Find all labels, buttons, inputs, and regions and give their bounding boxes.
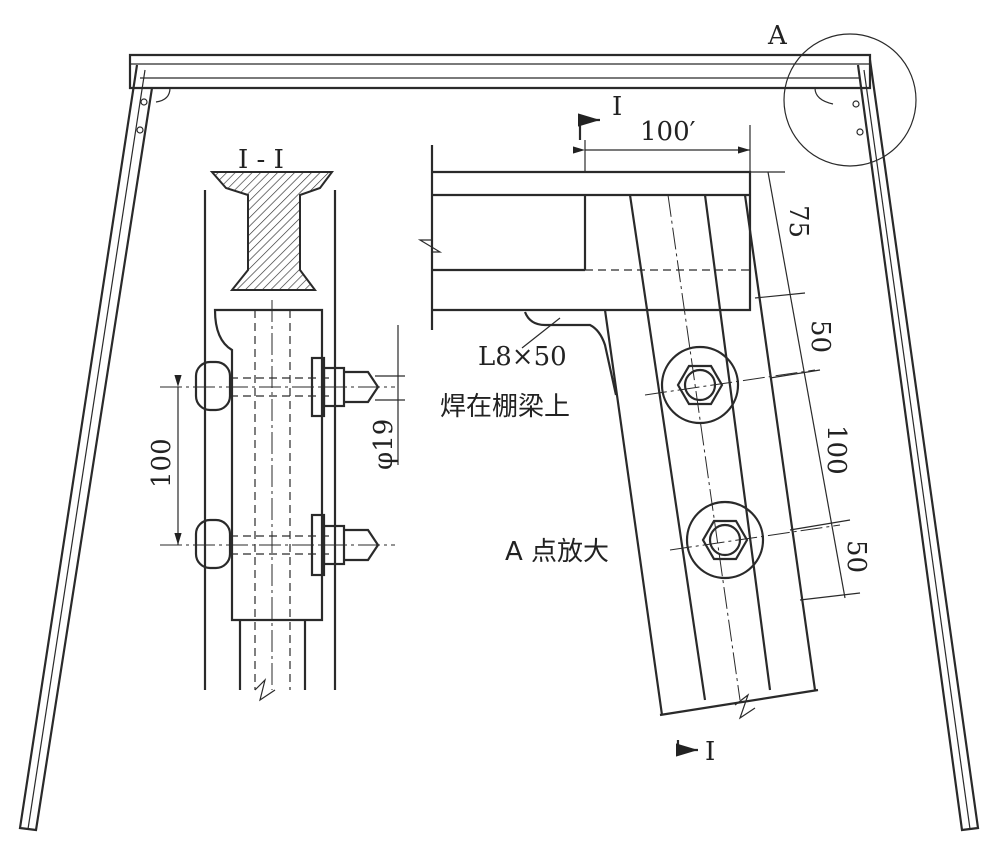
dim-50-a: 50 <box>805 320 835 353</box>
angle-spec: L8×50 <box>478 342 567 372</box>
dim-75: 75 <box>783 205 813 238</box>
dim-50-b: 50 <box>841 540 871 573</box>
weld-note: 焊在棚梁上 <box>440 392 570 422</box>
section-title: I - I <box>238 145 284 175</box>
detail-caption: A 点放大 <box>505 537 609 567</box>
bolt-detail-upper <box>644 345 816 425</box>
bolt-lower <box>160 513 395 577</box>
section-mark-bottom: I <box>705 737 715 767</box>
bolt-diameter: φ19 <box>369 419 399 470</box>
dim-100-right: 100 <box>821 425 851 475</box>
detail-circle-a <box>783 33 917 167</box>
dim-top-width: 100′ <box>640 117 696 147</box>
dim-100-left: 100 <box>147 438 177 488</box>
bolt-detail-lower <box>669 500 841 580</box>
support-frame <box>18 53 980 832</box>
section-view: I - I 100 φ19 <box>147 145 405 702</box>
detail-marker: A <box>767 21 788 51</box>
bolt-upper <box>160 356 395 418</box>
detail-view: L8×50 焊在棚梁上 A 点放大 100′ I I <box>417 92 871 767</box>
section-mark-top: I <box>612 92 622 122</box>
